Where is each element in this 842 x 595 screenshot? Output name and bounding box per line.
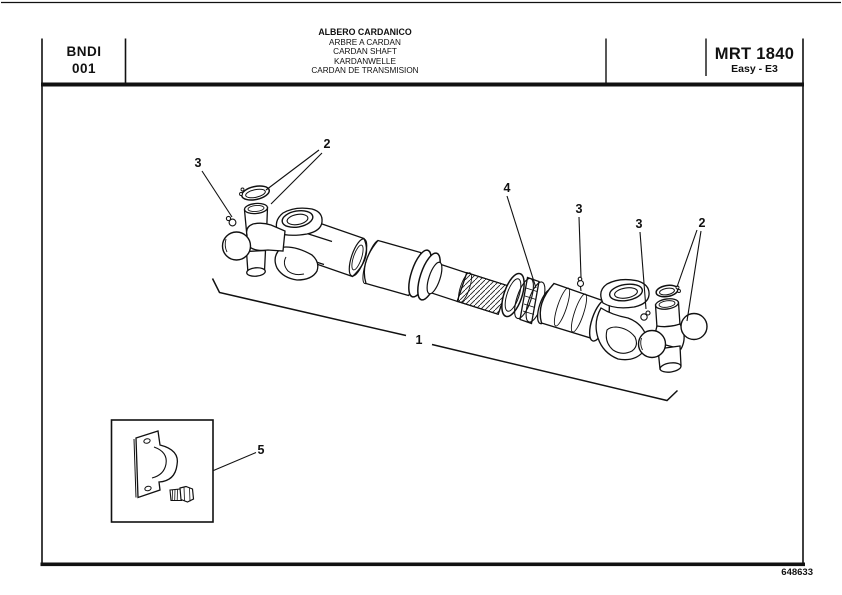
left-universal-joint-cups xyxy=(221,185,286,277)
figure-number: 648633 xyxy=(781,567,813,578)
section-code-line1: BNDI xyxy=(66,44,102,59)
leader-3-middle xyxy=(578,216,582,278)
snap-ring-left xyxy=(239,185,271,201)
grease-fitting-middle xyxy=(576,276,585,292)
model-variant: Easy - E3 xyxy=(731,63,778,75)
footer-thick-rule xyxy=(40,562,805,567)
right-yoke xyxy=(588,278,650,361)
multilingual-title: ALBERO CARDANICO ARBRE A CARDAN CARDAN S… xyxy=(240,27,490,76)
model-box: MRT 1840 Easy - E3 xyxy=(706,45,803,75)
leader-3-left xyxy=(201,170,233,218)
callout-3-left: 3 xyxy=(195,156,202,170)
leader-2-right xyxy=(676,229,702,322)
callout-2-right: 2 xyxy=(699,216,706,230)
spline-hatching xyxy=(456,271,509,316)
callout-labels: 3 2 4 3 3 2 1 5 xyxy=(195,137,706,457)
title-spanish: CARDAN DE TRANSMISION xyxy=(311,66,419,76)
title-english: CARDAN SHAFT xyxy=(333,47,397,57)
section-code-box: BNDI 001 xyxy=(43,44,125,77)
tube-collar xyxy=(408,249,443,301)
callout-leader-lines xyxy=(201,149,702,472)
grease-fitting-right xyxy=(640,310,651,321)
title-french: ARBRE A CARDAN xyxy=(329,37,401,47)
callout-5: 5 xyxy=(258,443,265,457)
header-thick-rule xyxy=(41,82,804,87)
section-code-line2: 001 xyxy=(71,60,97,76)
callout-1: 1 xyxy=(416,333,423,347)
callout-2-left: 2 xyxy=(324,137,331,151)
left-yoke xyxy=(274,207,333,281)
title-german: KARDANWELLE xyxy=(334,56,396,66)
leader-2-left xyxy=(265,149,323,205)
callout-4: 4 xyxy=(504,181,511,195)
snap-ring-right xyxy=(655,284,681,298)
callout-3-middle: 3 xyxy=(576,202,583,216)
leader-4 xyxy=(506,195,537,289)
bracket-inset-box xyxy=(110,419,214,523)
page-borders xyxy=(1,1,841,567)
callout-3-right: 3 xyxy=(636,217,643,231)
bracket-bolt xyxy=(169,485,195,503)
grease-fitting-left xyxy=(225,215,237,227)
title-italian: ALBERO CARDANICO xyxy=(318,27,412,37)
leader-5 xyxy=(213,451,257,472)
assembly-bracket-line xyxy=(211,278,679,402)
guard-bracket xyxy=(133,430,179,499)
model-name: MRT 1840 xyxy=(714,45,795,63)
leader-3-right xyxy=(639,231,647,310)
